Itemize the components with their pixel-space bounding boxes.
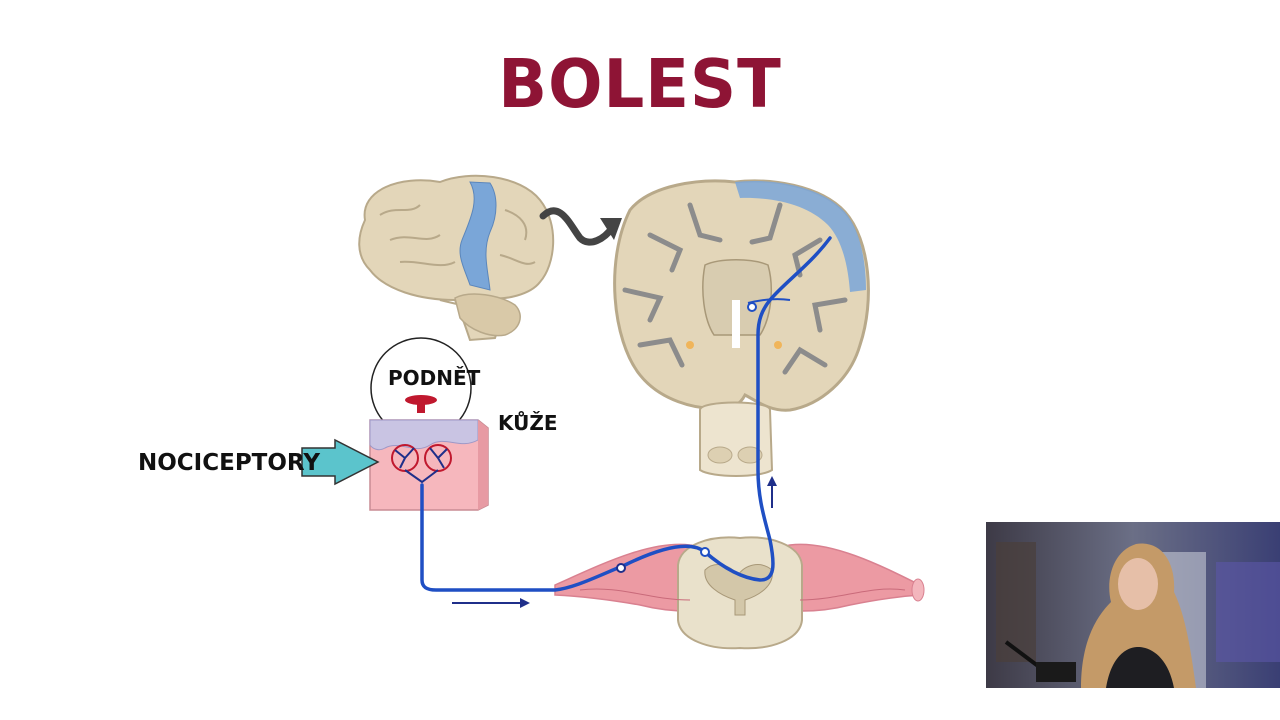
direction-arrow-right-icon — [452, 598, 530, 608]
presenter-video — [986, 522, 1280, 688]
spinal-cord-section — [554, 536, 925, 650]
pain-pathway-line — [420, 236, 832, 592]
coronal-brain-section — [613, 179, 870, 412]
nociceptors-pointer-arrow — [301, 438, 380, 486]
nociceptors-label: NOCICEPTORY — [138, 450, 321, 476]
skin-block — [369, 419, 489, 511]
skin-label: KŮŽE — [498, 411, 558, 435]
direction-arrow-up-icon — [767, 476, 777, 508]
lateral-brain-illustration — [358, 174, 555, 342]
brainstem-section — [699, 401, 774, 477]
slide-title: BOLEST — [498, 46, 782, 124]
stimulus-circle — [370, 337, 472, 439]
stimulus-label: PODNĚT — [388, 366, 481, 390]
curved-arrow-icon — [539, 207, 622, 246]
webcam-overlay — [986, 522, 1280, 688]
